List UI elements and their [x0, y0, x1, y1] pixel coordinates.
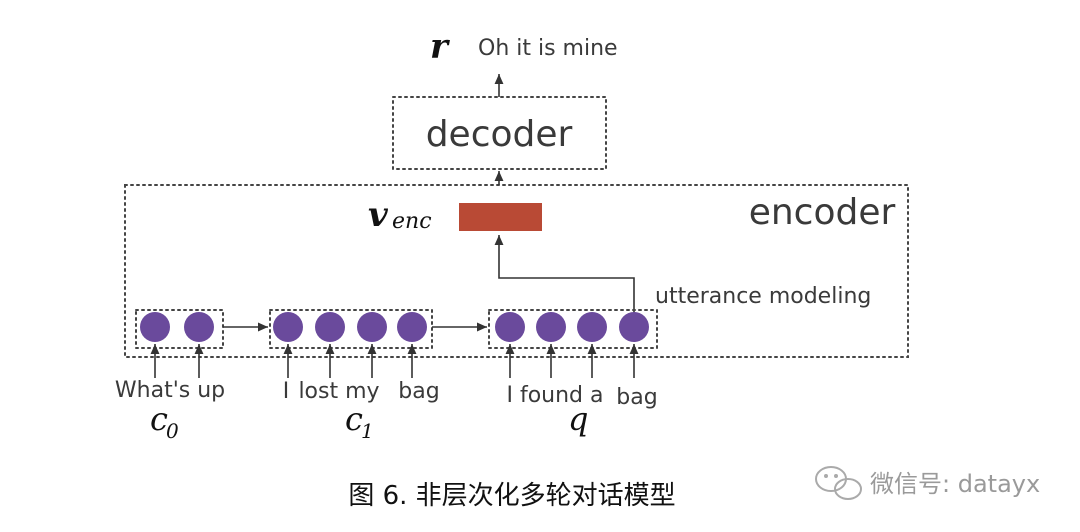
- token-dots: [140, 312, 649, 342]
- utterance-to-venc-line: [494, 235, 635, 314]
- token-dot-4: [357, 312, 387, 342]
- group-c0-box: [135, 309, 224, 349]
- encoder-box: [124, 184, 909, 358]
- output-symbol: r: [430, 27, 450, 67]
- word-c1-2: bag: [398, 379, 439, 404]
- encoder-label: encoder: [749, 192, 896, 233]
- wechat-icon: [815, 466, 862, 500]
- utterance-modeling-label: utterance modeling: [655, 284, 871, 309]
- token-dot-7: [536, 312, 566, 342]
- token-dot-5: [397, 312, 427, 342]
- venc-subscript: enc: [392, 209, 432, 234]
- symbol-c1: c: [345, 400, 363, 438]
- watermark-text: 微信号: datayx: [870, 470, 1040, 498]
- token-dot-2: [273, 312, 303, 342]
- input-arrows: [150, 344, 639, 378]
- venc-symbol: v: [368, 195, 389, 235]
- symbol-c1-subscript: 1: [361, 419, 374, 443]
- decoder-label: decoder: [426, 114, 573, 155]
- token-dot-1: [184, 312, 214, 342]
- word-c1-0: I: [283, 379, 290, 404]
- word-q-0: I found a: [506, 383, 603, 408]
- word-q-1: bag: [616, 385, 657, 410]
- symbol-c0-subscript: 0: [166, 419, 179, 443]
- group-q-box: [488, 309, 658, 349]
- token-dot-3: [315, 312, 345, 342]
- token-dot-6: [495, 312, 525, 342]
- token-dot-0: [140, 312, 170, 342]
- group-c1-box: [269, 309, 433, 349]
- decoder-box: [392, 96, 607, 170]
- word-c1-1: lost my: [298, 379, 379, 404]
- token-dot-9: [619, 312, 649, 342]
- output-text: Oh it is mine: [478, 36, 618, 61]
- figure-caption: 图 6. 非层次化多轮对话模型: [348, 481, 675, 511]
- token-dot-8: [577, 312, 607, 342]
- word-c0-0: What's up: [115, 378, 225, 403]
- symbol-c0: c: [150, 400, 168, 438]
- venc-vector: [459, 203, 542, 231]
- symbol-q: q: [568, 400, 588, 438]
